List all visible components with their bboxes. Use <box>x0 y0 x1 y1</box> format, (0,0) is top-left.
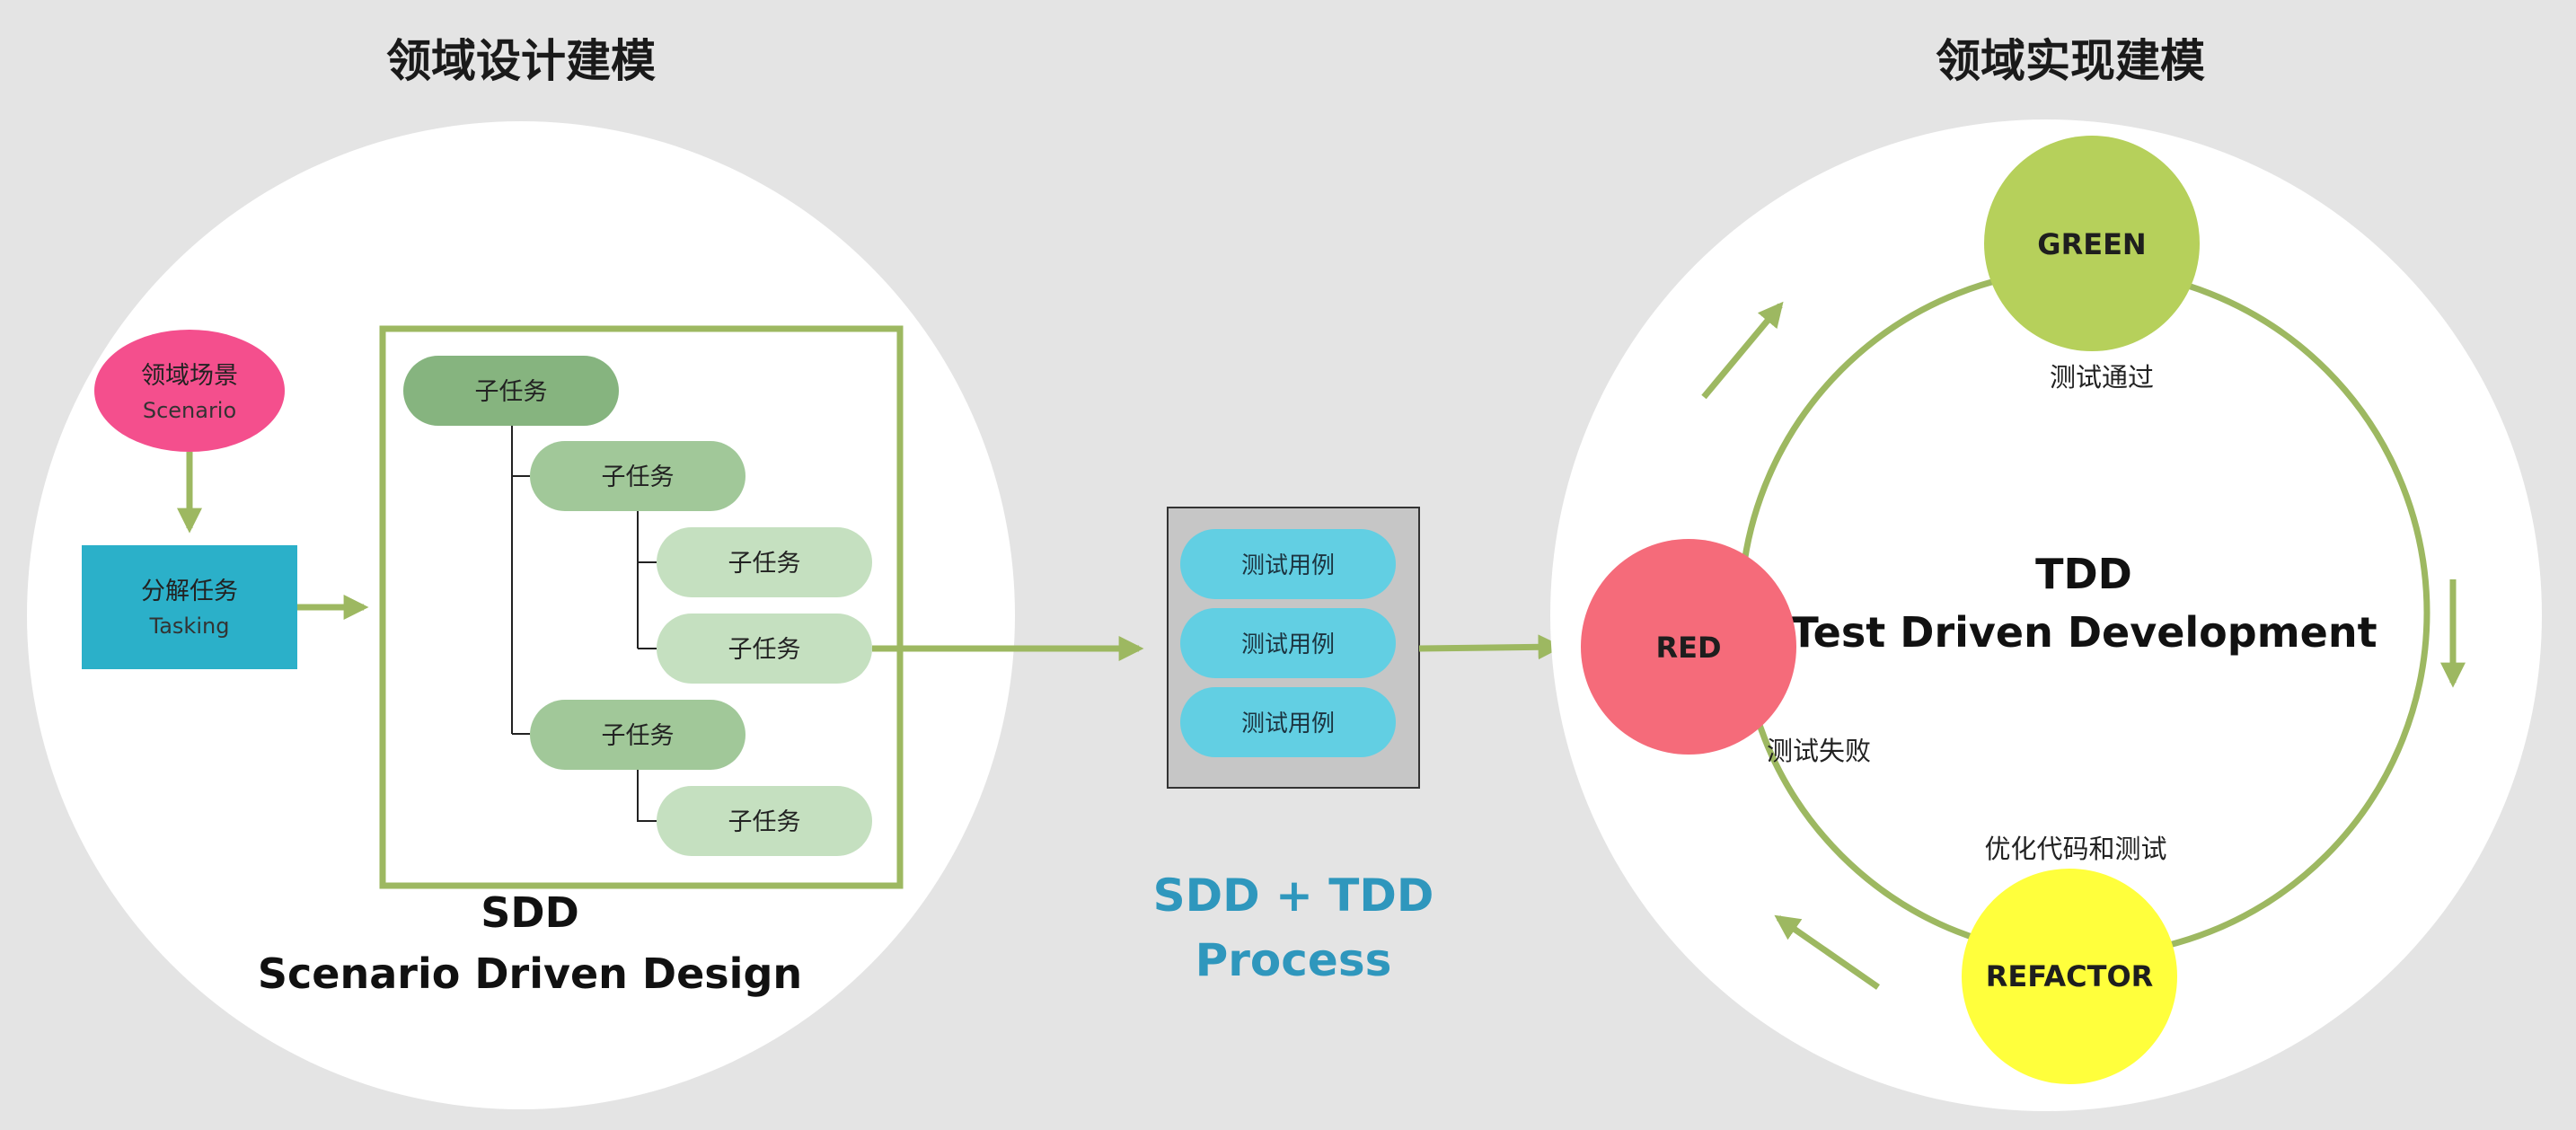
test-case: 测试用例 <box>1180 529 1396 599</box>
refactor-phase: REFACTOR 优化代码和测试 <box>1962 834 2177 1084</box>
scenario-label-en: Scenario <box>143 398 236 423</box>
process-title-line1: SDD + TDD <box>1153 870 1434 922</box>
tasking-label-en: Tasking <box>149 614 230 639</box>
red-phase-circle <box>1581 539 1796 755</box>
subtask-node: 子任务 <box>530 441 745 511</box>
test-case-label: 测试用例 <box>1241 631 1335 658</box>
test-case: 测试用例 <box>1180 608 1396 678</box>
refactor-phase-circle <box>1962 869 2177 1084</box>
scenario-label-cn: 领域场景 <box>141 362 238 390</box>
subtask-node: 子任务 <box>657 527 872 597</box>
scenario-ellipse <box>94 330 285 452</box>
cycle-arrow-refactor-to-red <box>1774 914 1880 990</box>
red-phase-label: RED <box>1655 631 1721 665</box>
sdd-caption-full: Scenario Driven Design <box>258 949 802 998</box>
tasking-node: 分解任务 Tasking <box>82 545 297 669</box>
subtask-label: 子任务 <box>475 378 548 406</box>
subtask-label: 子任务 <box>728 636 801 664</box>
subtask-node: 子任务 <box>530 700 745 770</box>
subtask-label: 子任务 <box>602 463 675 491</box>
process-title-line2: Process <box>1195 934 1392 986</box>
tasking-box <box>82 545 297 669</box>
tdd-center-full: Test Driven Development <box>1790 608 2377 657</box>
refactor-phase-label: REFACTOR <box>1986 959 2154 993</box>
testcases-to-red-arrow <box>1418 634 1564 660</box>
design-modeling-title: 领域设计建模 <box>386 35 656 87</box>
subtask-node: 子任务 <box>403 356 619 426</box>
subtask-label: 子任务 <box>728 808 801 836</box>
tdd-center-abbr: TDD <box>2035 550 2132 598</box>
tasking-label-cn: 分解任务 <box>141 578 238 605</box>
scenario-node: 领域场景 Scenario <box>94 330 285 452</box>
green-phase: GREEN 测试通过 <box>1984 136 2200 393</box>
subtask-node: 子任务 <box>657 614 872 684</box>
test-case: 测试用例 <box>1180 687 1396 757</box>
implementation-panel-circle <box>1550 119 2542 1111</box>
subtask-label: 子任务 <box>602 722 675 750</box>
green-phase-label: GREEN <box>2037 227 2146 261</box>
test-case-label: 测试用例 <box>1241 711 1335 737</box>
cycle-arrow-red-to-green <box>1701 301 1784 400</box>
subtask-tree-connectors <box>511 426 657 822</box>
red-phase-note: 测试失败 <box>1767 736 1871 766</box>
green-phase-circle <box>1984 136 2200 351</box>
subtask-tree-frame <box>379 325 904 889</box>
subtask-node: 子任务 <box>657 786 872 856</box>
test-case-label: 测试用例 <box>1241 552 1335 579</box>
test-case-group: 测试用例 测试用例 测试用例 <box>1167 507 1420 789</box>
implementation-modeling-title: 领域实现建模 <box>1936 35 2205 87</box>
red-phase: RED 测试失败 <box>1581 539 1871 766</box>
green-phase-note: 测试通过 <box>2050 362 2154 393</box>
sdd-caption-abbr: SDD <box>481 888 579 937</box>
refactor-phase-note: 优化代码和测试 <box>1984 834 2166 864</box>
subtask-label: 子任务 <box>728 550 801 578</box>
